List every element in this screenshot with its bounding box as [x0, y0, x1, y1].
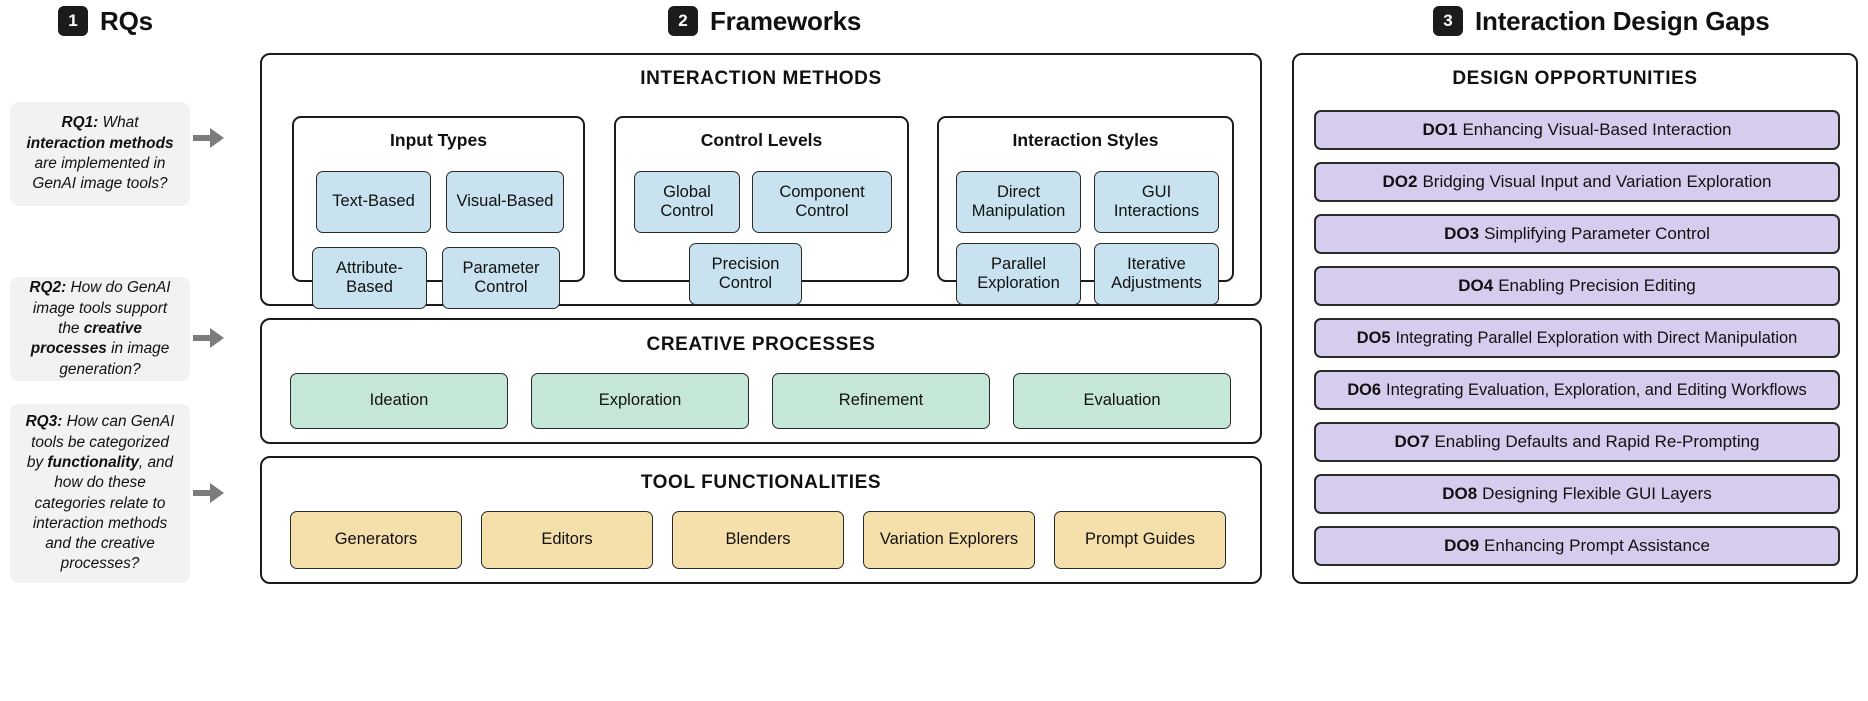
- do8-number: DO8: [1442, 484, 1478, 503]
- rq-card-rq1: RQ1: What interaction methods are implem…: [10, 102, 190, 206]
- do3-text: Simplifying Parameter Control: [1484, 224, 1710, 243]
- do7-number: DO7: [1394, 432, 1430, 451]
- do4-number: DO4: [1458, 276, 1494, 295]
- rq3-text: RQ3: How can GenAI tools be categorized …: [25, 413, 175, 573]
- do-chip-do8[interactable]: DO8 Designing Flexible GUI Layers: [1314, 474, 1840, 514]
- subgroup-title-input-types: Input Types: [390, 130, 487, 150]
- do-chip-do9[interactable]: DO9 Enhancing Prompt Assistance: [1314, 526, 1840, 566]
- chip-prompt-guides[interactable]: Prompt Guides: [1054, 511, 1226, 569]
- column-title-gaps: Interaction Design Gaps: [1475, 5, 1770, 36]
- column-badge-2: 2: [668, 6, 698, 36]
- chip-precision-control[interactable]: Precision Control: [689, 243, 802, 305]
- do4-text: Enabling Precision Editing: [1498, 276, 1696, 295]
- subgroup-interaction-styles: Interaction Styles Direct Manipulation G…: [937, 116, 1234, 305]
- do-chip-do1[interactable]: DO1 Enhancing Visual-Based Interaction: [1314, 110, 1840, 150]
- panel-tool-functionalities: TOOL FUNCTIONALITIES Generators Editors …: [260, 456, 1262, 584]
- rq-card-rq2: RQ2: How do GenAI image tools support th…: [10, 277, 190, 381]
- chip-parallel-exploration[interactable]: Parallel Exploration: [956, 243, 1081, 305]
- column-header-rqs: 1 RQs: [58, 4, 153, 38]
- panel-title-tool-functionalities: TOOL FUNCTIONALITIES: [640, 472, 882, 493]
- panel-design-opportunities: DESIGN OPPORTUNITIES DO1 Enhancing Visua…: [1292, 53, 1858, 584]
- chip-text-based[interactable]: Text-Based: [316, 171, 431, 233]
- do1-text: Enhancing Visual-Based Interaction: [1462, 120, 1732, 139]
- chip-exploration[interactable]: Exploration: [531, 373, 749, 429]
- panel-creative-processes: CREATIVE PROCESSES Ideation Exploration …: [260, 318, 1262, 444]
- chip-visual-based[interactable]: Visual-Based: [446, 171, 564, 233]
- chip-parameter-control[interactable]: Parameter Control: [442, 247, 560, 309]
- do3-number: DO3: [1444, 224, 1480, 243]
- chip-blenders[interactable]: Blenders: [672, 511, 844, 569]
- panel-title-design-opportunities: DESIGN OPPORTUNITIES: [1452, 68, 1698, 89]
- rq3-label: RQ3:: [25, 413, 63, 431]
- arrow-rq2-to-creative: [193, 328, 224, 348]
- chip-refinement[interactable]: Refinement: [772, 373, 990, 429]
- column-title-frameworks: Frameworks: [710, 5, 862, 36]
- do1-number: DO1: [1422, 120, 1458, 139]
- arrow-rq1-to-frameworks: [193, 128, 224, 148]
- rq2-label: RQ2:: [29, 279, 67, 297]
- do7-text: Enabling Defaults and Rapid Re-Prompting: [1434, 432, 1760, 451]
- column-badge-3: 3: [1433, 6, 1463, 36]
- panel-title-creative-processes: CREATIVE PROCESSES: [646, 334, 876, 355]
- rq1-label: RQ1:: [61, 114, 99, 132]
- subgroup-title-interaction-styles: Interaction Styles: [1012, 130, 1159, 150]
- rq1-text: RQ1: What interaction methods are implem…: [26, 114, 174, 193]
- chip-global-control[interactable]: Global Control: [634, 171, 740, 233]
- column-title-rqs: RQs: [100, 5, 153, 36]
- chip-evaluation[interactable]: Evaluation: [1013, 373, 1231, 429]
- column-header-gaps: 3 Interaction Design Gaps: [1433, 4, 1770, 38]
- do9-number: DO9: [1444, 536, 1480, 555]
- chip-editors[interactable]: Editors: [481, 511, 653, 569]
- chip-attribute-based[interactable]: Attribute-Based: [312, 247, 427, 309]
- chip-variation-explorers[interactable]: Variation Explorers: [863, 511, 1035, 569]
- chip-generators[interactable]: Generators: [290, 511, 462, 569]
- panel-title-interaction-methods: INTERACTION METHODS: [640, 68, 882, 89]
- column-badge-1: 1: [58, 6, 88, 36]
- chip-component-control[interactable]: Component Control: [752, 171, 892, 233]
- do-chip-do6[interactable]: DO6 Integrating Evaluation, Exploration,…: [1314, 370, 1840, 410]
- chip-ideation[interactable]: Ideation: [290, 373, 508, 429]
- do5-text: Integrating Parallel Exploration with Di…: [1395, 328, 1798, 347]
- do6-number: DO6: [1347, 380, 1382, 399]
- do5-number: DO5: [1356, 328, 1391, 347]
- subgroup-control-levels: Control Levels Global Control Component …: [614, 116, 909, 305]
- subgroup-title-control-levels: Control Levels: [700, 130, 823, 150]
- do2-text: Bridging Visual Input and Variation Expl…: [1422, 172, 1772, 191]
- do9-text: Enhancing Prompt Assistance: [1484, 536, 1710, 555]
- column-header-frameworks: 2 Frameworks: [668, 4, 861, 38]
- arrow-rq3-to-tools: [193, 483, 224, 503]
- chip-gui-interactions[interactable]: GUI Interactions: [1094, 171, 1219, 233]
- do-chip-do2[interactable]: DO2 Bridging Visual Input and Variation …: [1314, 162, 1840, 202]
- panel-interaction-methods: INTERACTION METHODS Input Types Text-Bas…: [260, 53, 1262, 306]
- rq2-text: RQ2: How do GenAI image tools support th…: [29, 279, 171, 378]
- do2-number: DO2: [1382, 172, 1418, 191]
- do8-text: Designing Flexible GUI Layers: [1482, 484, 1712, 503]
- do-chip-do3[interactable]: DO3 Simplifying Parameter Control: [1314, 214, 1840, 254]
- do-chip-do4[interactable]: DO4 Enabling Precision Editing: [1314, 266, 1840, 306]
- chip-iterative-adjustments[interactable]: Iterative Adjustments: [1094, 243, 1219, 305]
- do6-text: Integrating Evaluation, Exploration, and…: [1386, 380, 1807, 399]
- do-chip-do7[interactable]: DO7 Enabling Defaults and Rapid Re-Promp…: [1314, 422, 1840, 462]
- rq-card-rq3: RQ3: How can GenAI tools be categorized …: [10, 404, 190, 583]
- do-chip-do5[interactable]: DO5 Integrating Parallel Exploration wit…: [1314, 318, 1840, 358]
- chip-direct-manipulation[interactable]: Direct Manipulation: [956, 171, 1081, 233]
